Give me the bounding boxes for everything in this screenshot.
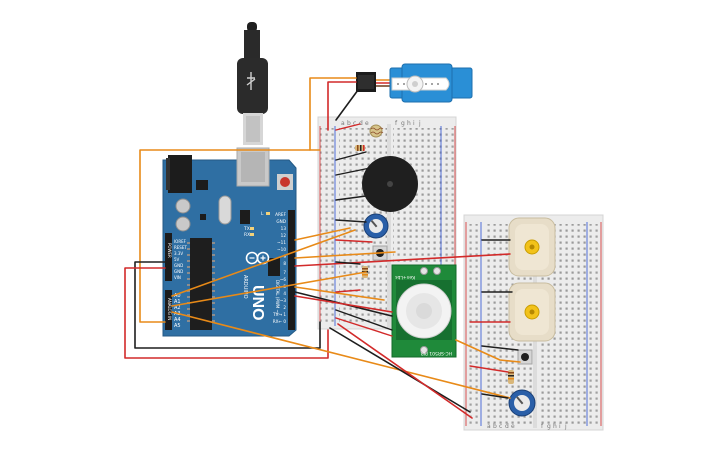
digital-pin-label: AREF [275, 212, 286, 217]
bb1-letter: i [413, 120, 415, 127]
l-led-label: L [261, 211, 264, 217]
power-pin-label: RESET [174, 245, 187, 250]
wires [124, 77, 521, 419]
digital-pin-label: ~3 [280, 298, 287, 303]
bb2-letter: i [559, 423, 561, 430]
bb2-letter: h [553, 423, 557, 430]
arduino-brand-text: ARDUINO [242, 275, 248, 299]
analog-pin-label: A4 [174, 317, 181, 323]
bb1-letter: e [365, 120, 369, 127]
power-pin-label: GND [174, 269, 183, 274]
bb2-letter: f [541, 423, 544, 430]
tx-led-label: TX [243, 226, 250, 232]
power-pin-label: VIN [174, 275, 181, 280]
bb2-letter: g [547, 423, 551, 430]
dc-motor [508, 282, 556, 342]
bb2-letter: a [487, 423, 491, 430]
pir-top-label: Ken+Lbs [395, 274, 415, 280]
digital-pin-label: 13 [281, 226, 287, 231]
resistor [354, 145, 366, 151]
digital-pin-label: ~6 [280, 277, 287, 282]
digital-pin-label: 7 [283, 270, 286, 275]
servo-motor [356, 63, 473, 103]
bb1-letter: c [353, 120, 356, 127]
bb2-letter: d [505, 423, 509, 430]
bb1-letter: j [418, 120, 421, 127]
digital-pin-label: RX← 0 [273, 319, 287, 324]
digital-header-label: DIGITAL (PWM ~) [275, 280, 280, 315]
rx-led-label: RX [244, 232, 250, 238]
bb2-letter: c [499, 423, 502, 430]
potentiometer [508, 389, 536, 417]
bb1-letter: g [401, 120, 405, 127]
power-header-label: POWER [167, 243, 172, 258]
digital-pin-label: 8 [283, 261, 286, 266]
power-pin-label: 5V [174, 257, 180, 262]
reset-button[interactable] [280, 177, 290, 187]
pir-bottom-label: HC-SR501 PIR [421, 350, 452, 356]
power-pin-label: 3.3V [174, 251, 183, 256]
bb2-letter: j [564, 423, 567, 430]
photoresistor [369, 124, 384, 138]
bb2-letter: b [493, 423, 497, 430]
arduino-model-text: UNO [249, 285, 266, 321]
digital-pin-label: 2 [283, 305, 286, 310]
bb2-letter: e [511, 423, 515, 430]
bb1-letter: a [341, 120, 345, 127]
pushbutton [517, 349, 533, 365]
analog-pin-label: A1 [174, 299, 181, 305]
digital-pin-label: 4 [283, 291, 286, 296]
bb1-letter: f [395, 120, 398, 127]
dc-motor [508, 217, 556, 277]
arduino-logo-icon [245, 251, 270, 265]
digital-pin-label: GND [276, 219, 286, 224]
digital-pin-label: 12 [281, 233, 287, 238]
analog-header-label: ANALOG IN [167, 298, 172, 320]
pir-sensor: Ken+Lbs HC-SR501 PIR [391, 264, 457, 358]
power-pin-label: IOREF [174, 239, 187, 244]
analog-pin-label: A2 [174, 305, 181, 311]
power-pin-label: GND [174, 263, 183, 268]
digital-pin-label: ~11 [277, 240, 286, 245]
digital-pin-label: TX→ 1 [272, 312, 286, 317]
usb-cable [237, 22, 268, 145]
resistor [508, 370, 514, 384]
potentiometer [363, 213, 389, 239]
analog-pin-label: A0 [174, 293, 181, 299]
bb1-letter: d [359, 120, 363, 127]
digital-pin-label: ~10 [277, 247, 286, 252]
piezo-buzzer [362, 156, 418, 212]
bb1-letter: b [347, 120, 351, 127]
bb1-letter: h [407, 120, 411, 127]
analog-pin-label: A5 [174, 323, 181, 329]
arduino-uno-board: TX RX L [162, 147, 297, 337]
